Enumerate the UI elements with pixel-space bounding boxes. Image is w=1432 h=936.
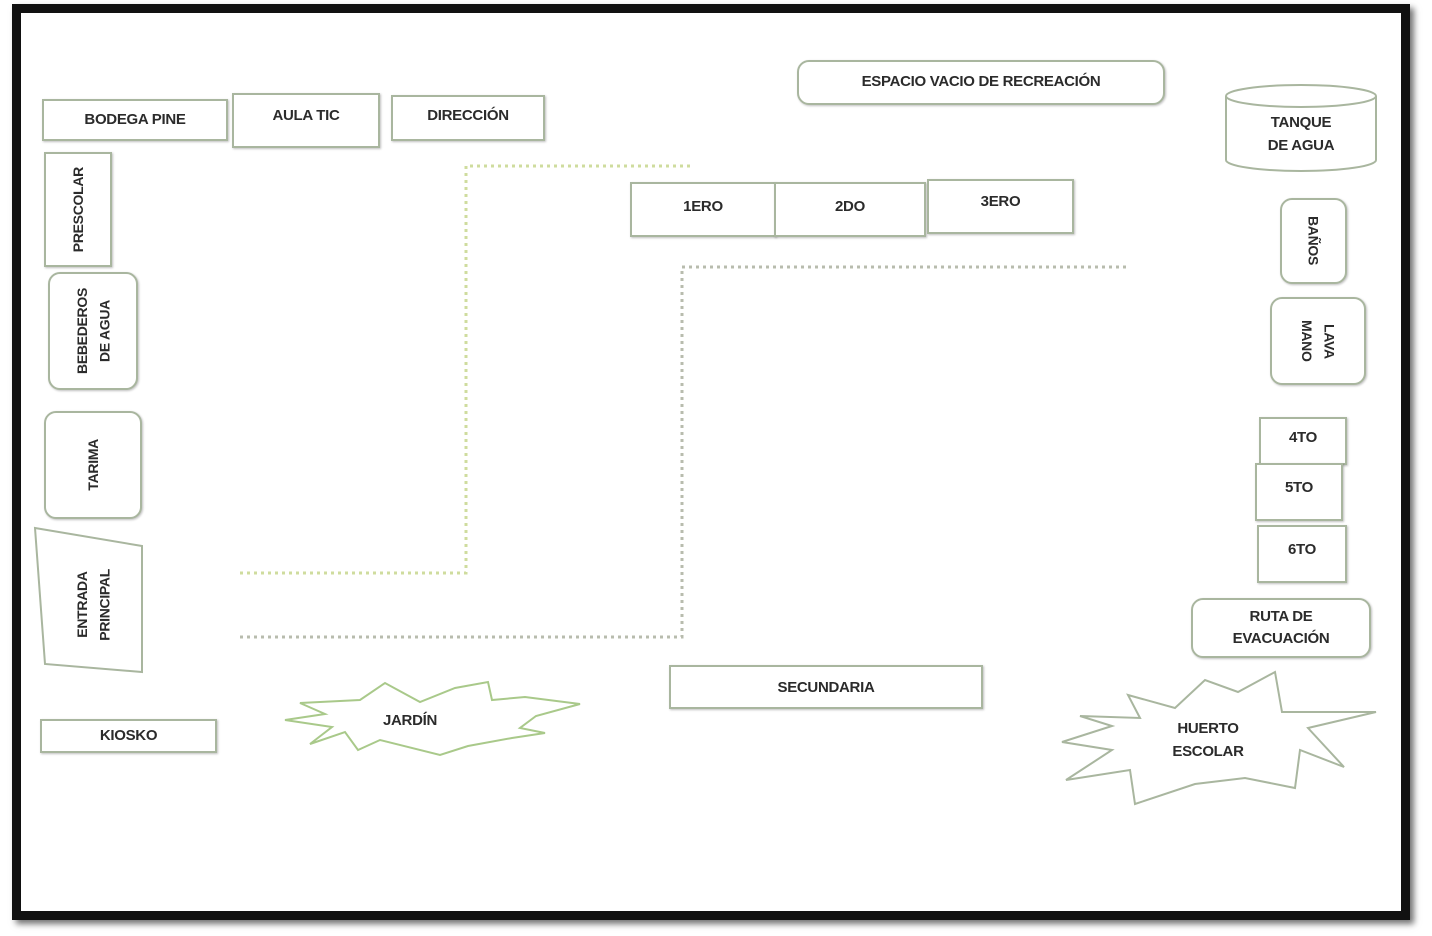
dotted-path-lower: [240, 265, 1130, 639]
cuarto-box: 4TO: [1259, 417, 1347, 465]
primero-label: 1ERO: [683, 198, 723, 215]
segundo-box: 2DO: [774, 182, 926, 237]
huerto-label-line1: HUERTO: [1177, 720, 1239, 737]
preescolar-label: PRESCOLAR: [69, 166, 86, 253]
direccion-box: DIRECCIÓN: [391, 95, 545, 141]
espacio-recreacion-label: ESPACIO VACIO DE RECREACIÓN: [861, 73, 1101, 90]
sexto-label: 6TO: [1287, 541, 1316, 558]
preescolar-box: PRESCOLAR: [44, 152, 112, 267]
tanque-label: TANQUE DE AGUA: [1226, 112, 1376, 157]
tanque-cylinder-shape: [1225, 96, 1377, 172]
banos-box: BAÑOS: [1280, 198, 1347, 284]
espacio-recreacion-box: ESPACIO VACIO DE RECREACIÓN: [797, 60, 1165, 105]
entrada-label: ENTRADA PRINCIPAL: [45, 546, 142, 664]
tarima-label: TARIMA: [84, 439, 101, 491]
tercero-label: 3ERO: [980, 193, 1021, 210]
ruta-evacuacion-box: RUTA DE EVACUACIÓN: [1191, 598, 1371, 658]
ruta-evacuacion-label-line1: RUTA DE: [1249, 608, 1313, 626]
entrada-shape: [33, 526, 143, 674]
cuarto-label: 4TO: [1288, 429, 1317, 446]
bebederos-label: BEBEDEROS DE AGUA: [71, 288, 116, 374]
bodega-pine-label: BODEGA PINE: [84, 111, 186, 129]
tanque-label-line1: TANQUE: [1270, 114, 1332, 131]
sexto-box: 6TO: [1257, 525, 1347, 583]
entrada-label-line1: ENTRADA: [74, 571, 91, 639]
kiosko-label: KIOSKO: [99, 727, 158, 745]
bebederos-label-line1: BEBEDEROS: [73, 288, 90, 374]
bodega-pine-box: BODEGA PINE: [42, 99, 228, 141]
bebederos-label-line2: DE AGUA: [96, 300, 112, 362]
lavamano-label-line1: LAVA: [1321, 323, 1338, 359]
lavamano-label-line2: MANO: [1299, 320, 1315, 362]
aula-tic-box: AULA TIC: [232, 93, 380, 148]
huerto-burst-shape: [1061, 670, 1377, 806]
tarima-box: TARIMA: [44, 411, 142, 519]
tanque-cylinder-top: [1225, 84, 1377, 108]
jardin-burst-shape: [284, 680, 581, 757]
aula-tic-label: AULA TIC: [272, 107, 340, 124]
direccion-label: DIRECCIÓN: [427, 107, 509, 124]
primero-box: 1ERO: [630, 182, 776, 237]
ruta-evacuacion-label-line2: EVACUACIÓN: [1232, 630, 1330, 647]
dotted-path-upper: [240, 164, 690, 575]
lavamano-box: LAVA MANO: [1270, 297, 1366, 385]
tercero-box: 3ERO: [927, 179, 1074, 234]
tanque-label-line2: DE AGUA: [1267, 136, 1335, 154]
lavamano-label: LAVA MANO: [1296, 320, 1341, 362]
huerto-label: HUERTO ESCOLAR: [1148, 718, 1268, 763]
banos-label: BAÑOS: [1305, 216, 1322, 266]
huerto-label-line2: ESCOLAR: [1172, 742, 1244, 760]
segundo-label: 2DO: [835, 198, 865, 215]
secundaria-label: SECUNDARIA: [777, 679, 875, 696]
entrada-label-line2: PRINCIPAL: [96, 569, 113, 641]
secundaria-box: SECUNDARIA: [669, 665, 983, 709]
kiosko-box: KIOSKO: [40, 719, 217, 753]
jardin-label: JARDÍN: [382, 712, 438, 729]
bebederos-box: BEBEDEROS DE AGUA: [48, 272, 138, 390]
quinto-box: 5TO: [1255, 463, 1343, 521]
quinto-label: 5TO: [1284, 479, 1313, 496]
